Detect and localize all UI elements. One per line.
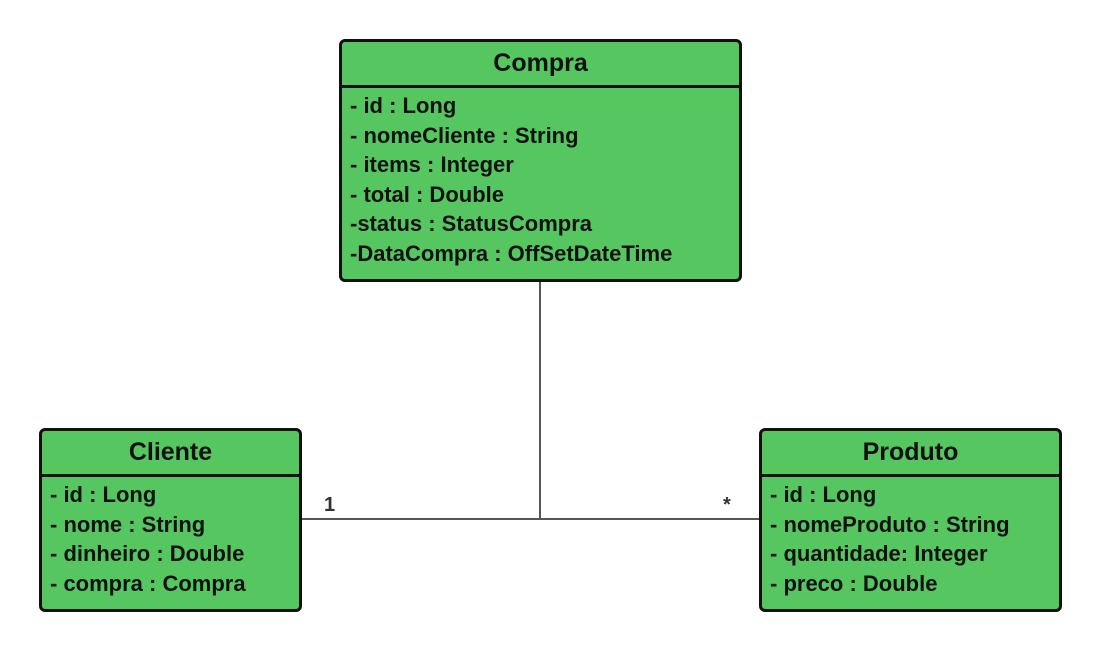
attribute-item: -DataCompra : OffSetDateTime [350, 240, 673, 266]
class-box-compra[interactable]: Compra - id : Long - nomeCliente : Strin… [339, 39, 742, 282]
class-box-produto[interactable]: Produto - id : Long - nomeProduto : Stri… [759, 428, 1062, 612]
attribute-item: - nome : String [50, 511, 206, 537]
class-box-cliente[interactable]: Cliente - id : Long - nome : String - di… [39, 428, 302, 612]
attribute-item: - quantidade: Integer [770, 541, 988, 566]
class-name-produto: Produto [762, 431, 1059, 477]
attribute-list-compra: - id : Long - nomeCliente : String - ite… [342, 88, 739, 268]
attribute-item: - id : Long [770, 482, 877, 507]
attribute-item: - compra : Compra [50, 570, 246, 596]
multiplicity-cliente: 1 [324, 494, 336, 516]
class-name-cliente: Cliente [42, 431, 299, 477]
attribute-item: -status : StatusCompra [350, 211, 593, 236]
attribute-item: - nomeCliente : String [350, 122, 579, 148]
attribute-item: - items : Integer [350, 152, 514, 177]
multiplicity-produto: * [723, 494, 731, 516]
attribute-item: - id : Long [350, 93, 457, 118]
attribute-item: - nomeProduto : String [770, 511, 1010, 537]
attribute-list-produto: - id : Long - nomeProduto : String - qua… [762, 477, 1059, 598]
attribute-item: - total : Double [350, 181, 504, 207]
attribute-item: - preco : Double [770, 570, 938, 596]
attribute-item: - id : Long [50, 482, 157, 507]
class-name-compra: Compra [342, 42, 739, 88]
attribute-list-cliente: - id : Long - nome : String - dinheiro :… [42, 477, 299, 598]
attribute-item: - dinheiro : Double [50, 541, 245, 566]
